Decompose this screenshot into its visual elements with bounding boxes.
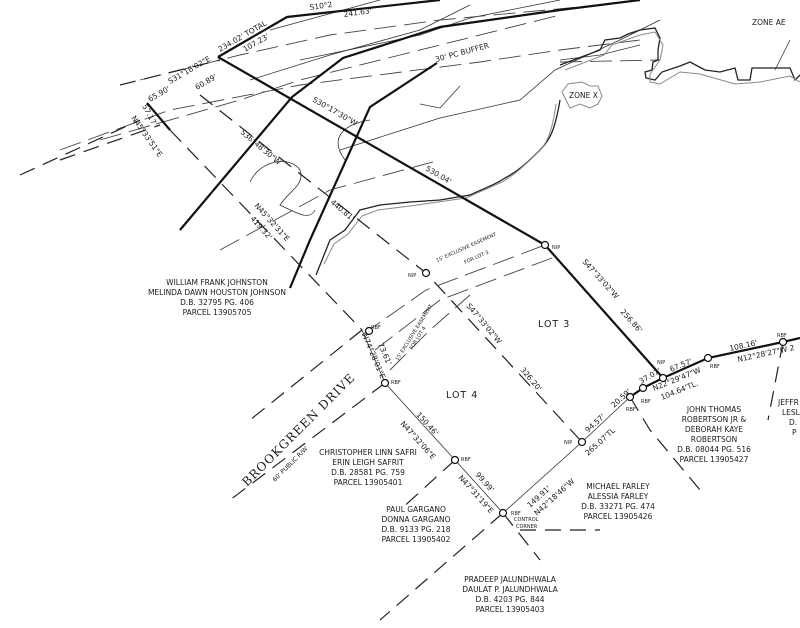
parcel-line: PARCEL 13905427: [680, 455, 749, 464]
distance-label: 440.81': [329, 198, 356, 223]
nip-label: NIP: [552, 245, 560, 251]
rbf-marker: [380, 378, 390, 388]
deed-line: D.B. 32795 PG. 406: [180, 298, 254, 307]
rbf-marker: [638, 383, 648, 393]
lot-4-label: LOT 4: [446, 390, 478, 401]
rbf-marker: [450, 455, 460, 465]
corner-label: CORNER: [516, 524, 538, 530]
deed-line: D.B. 08044 PG. 516: [677, 445, 751, 454]
bearing-label: S47°33'02"W: [464, 302, 503, 347]
deed-line: D.B. 33271 PG. 474: [581, 502, 655, 511]
owner-jeff-cut: JEFFR LESL D. P: [777, 398, 800, 437]
rbf-label: RBF: [777, 333, 787, 339]
parcel-line: PARCEL 13905401: [334, 478, 403, 487]
buffer-label: 30' PC BUFFER: [434, 41, 490, 64]
owner-line: DAULAT P. JALUNDHWALA: [462, 585, 558, 594]
bearing-label: S10°2: [309, 0, 333, 12]
rbf-control-marker: [498, 508, 508, 518]
distance-label: 241.63': [343, 6, 372, 19]
deed-line: D.: [789, 418, 797, 427]
rbf-label: RBF: [511, 511, 521, 517]
owner-line: ALESSIA FARLEY: [588, 492, 649, 501]
nip-marker: [421, 268, 431, 278]
rbf-marker: [364, 326, 374, 336]
parcel-line: P: [792, 428, 797, 437]
owner-line: ROBERTSON JR &: [682, 415, 747, 424]
bearing-label: S30°17'30"W: [311, 95, 359, 128]
monuments: [364, 240, 788, 518]
owner-safrit: CHRISTOPHER LINN SAFRI ERIN LEIGH SAFRIT…: [319, 448, 417, 487]
zone-ae-label: ZONE AE: [752, 18, 786, 27]
distance-label: 326.20': [518, 366, 543, 393]
owner-line: ROBERTSON: [691, 435, 738, 444]
owner-line: MICHAEL FARLEY: [586, 482, 650, 491]
owner-line: ERIN LEIGH SAFRIT: [332, 458, 404, 467]
owner-line: JEFFR: [777, 398, 799, 407]
owner-robertson: JOHN THOMAS ROBERTSON JR & DEBORAH KAYE …: [677, 405, 751, 464]
nip-label: NIP: [657, 360, 665, 366]
bearing-label: S47°33'02"W: [581, 257, 622, 301]
owner-line: JOHN THOMAS: [686, 405, 741, 414]
owner-line: PAUL GARGANO: [386, 505, 446, 514]
easement-lot3-label: FOR LOT 3: [463, 250, 489, 266]
parcel-line: PARCEL 13905426: [584, 512, 653, 521]
rbf-label: RBF: [371, 325, 381, 331]
rbf-label: RBF: [710, 364, 720, 370]
easement-lot4-label: 15' EXCLUSIVE EASEMENT: [395, 303, 435, 362]
zone-x-label: ZONE X: [569, 91, 598, 100]
rbf-marker: [625, 392, 635, 402]
creek-flood-boundary: [315, 27, 800, 276]
nip-label: NIP: [408, 273, 416, 279]
owner-jalundhwala: PRADEEP JALUNDHWALA DAULAT P. JALUNDHWAL…: [462, 575, 558, 614]
owner-line: DONNA GARGANO: [381, 515, 450, 524]
nip-marker: [658, 373, 668, 383]
rbf-marker: [703, 353, 713, 363]
rbf-label: RBF: [626, 407, 636, 413]
distance-label: 256.86': [619, 307, 645, 334]
lot-3-label: LOT 3: [538, 319, 570, 330]
nip-label: NIP: [564, 440, 572, 446]
parcel-line: PARCEL 13905402: [382, 535, 451, 544]
distance-label: 60.89': [194, 72, 219, 92]
owner-line: DEBORAH KAYE: [685, 425, 743, 434]
control-label: CONTROL: [514, 517, 539, 523]
monument-labels: NIP NIP RBF RBF RBF RBF CONTROL CORNER N…: [371, 245, 787, 530]
distance-label: 65.90': [147, 84, 172, 104]
rbf-label: RBF: [641, 399, 651, 405]
rbf-label: RBF: [461, 457, 471, 463]
owner-line: PRADEEP JALUNDHWALA: [464, 575, 557, 584]
owner-line: LESL: [782, 408, 800, 417]
owner-line: WILLIAM FRANK JOHNSTON: [166, 278, 268, 287]
owner-farley: MICHAEL FARLEY ALESSIA FARLEY D.B. 33271…: [581, 482, 655, 521]
bearing-label: N45°33'51"E: [129, 114, 164, 159]
rbf-marker: [778, 337, 788, 347]
deed-line: D.B. 9133 PG. 218: [382, 525, 451, 534]
nip-marker: [540, 240, 550, 250]
parcel-line: PARCEL 13905403: [476, 605, 545, 614]
nip-marker: [577, 437, 587, 447]
owner-gargano: PAUL GARGANO DONNA GARGANO D.B. 9133 PG.…: [381, 505, 450, 544]
owner-line: CHRISTOPHER LINN SAFRI: [319, 448, 417, 457]
owner-johnston: WILLIAM FRANK JOHNSTON MELINDA DAWN HOUS…: [148, 278, 286, 317]
owner-line: MELINDA DAWN HOUSTON JOHNSON: [148, 288, 286, 297]
deed-line: D.B. 4203 PG. 844: [476, 595, 545, 604]
parcel-line: PARCEL 13905705: [183, 308, 252, 317]
distance-label: 94.57': [583, 412, 607, 434]
deed-line: D.B. 28581 PG. 759: [331, 468, 405, 477]
rbf-label: RBF: [391, 380, 401, 386]
